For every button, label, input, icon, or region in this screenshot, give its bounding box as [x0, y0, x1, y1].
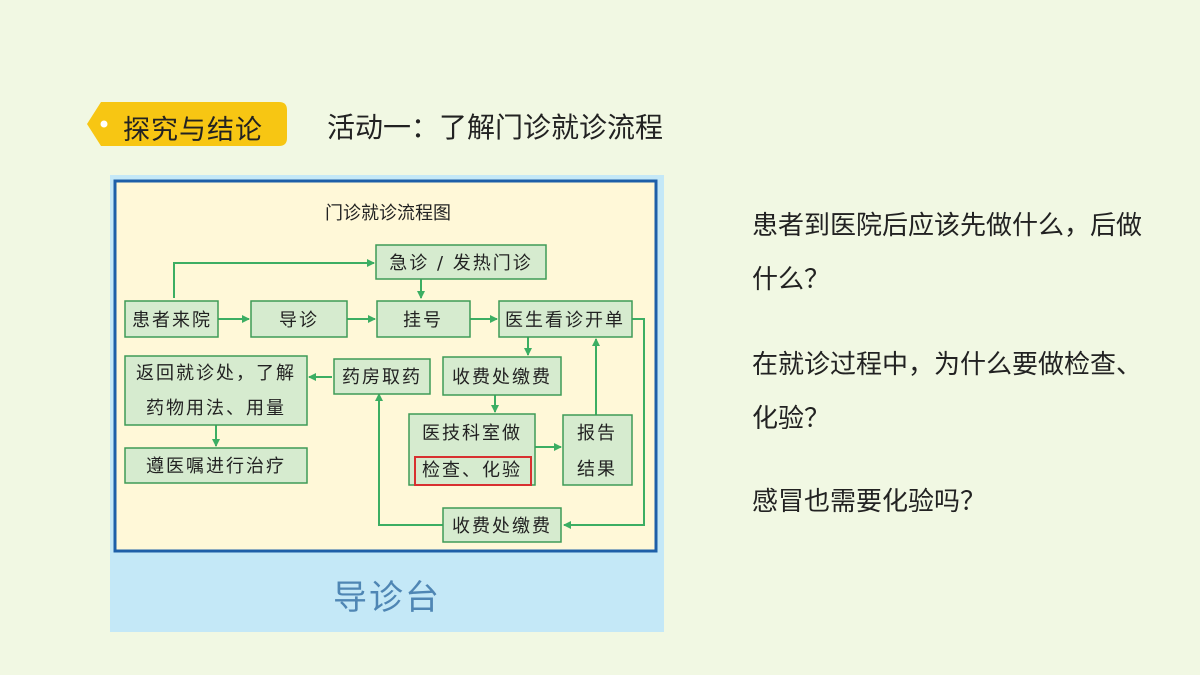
- label-register: 挂号: [403, 310, 443, 331]
- box-pay-bottom: [442, 507, 562, 543]
- label-pay-bottom: 收费处缴费: [452, 516, 552, 537]
- question-2: 在就诊过程中，为什么要做检查、化验？: [752, 350, 1143, 434]
- figure-caption: 导诊台: [333, 578, 441, 618]
- question-3: 感冒也需要化验吗？: [752, 487, 987, 517]
- label-guide: 导诊: [279, 310, 319, 331]
- box-lab: [408, 413, 536, 486]
- flow-arrows: [173, 259, 645, 529]
- section-tag: 探究与结论: [87, 102, 287, 146]
- label-doctor: 医生看诊开单: [505, 310, 625, 331]
- box-follow: [124, 447, 308, 484]
- box-arrival: [124, 300, 219, 338]
- label-pay-top: 收费处缴费: [452, 367, 552, 388]
- label-report-line2: 结果: [577, 459, 617, 480]
- label-pharmacy: 药房取药: [342, 367, 422, 388]
- label-arrival: 患者来院: [132, 310, 212, 331]
- label-lab-line1: 医技科室做: [422, 423, 522, 444]
- tag-shape: [87, 102, 287, 146]
- flowchart-figure: 门诊就诊流程图: [110, 175, 664, 632]
- activity-heading: 活动一：了解门诊就诊流程: [327, 111, 664, 144]
- arrow-arrival-to-emergency: [173, 259, 375, 298]
- box-report: [562, 414, 633, 486]
- label-follow: 遵医嘱进行治疗: [146, 456, 286, 477]
- label-return-line2: 药物用法、用量: [146, 398, 286, 419]
- tag-dot-icon: [100, 120, 108, 128]
- question-1: 患者到医院后应该先做什么，后做什么？: [752, 211, 1143, 295]
- arrow-pay-bottom-to-pharmacy: [375, 393, 443, 526]
- arrow-doctor-to-pay-bottom: [563, 318, 645, 529]
- flowchart: 门诊就诊流程图: [113, 179, 658, 553]
- section-tag-label: 探究与结论: [123, 115, 263, 146]
- flow-labels: 急诊 / 发热门诊 患者来院 导诊 挂号 医生看诊开单 返回就诊处，了解 药物用…: [132, 253, 625, 537]
- box-guide: [250, 300, 348, 338]
- highlight-check-box: [414, 456, 532, 486]
- flow-boxes: [124, 244, 633, 543]
- label-emergency: 急诊 / 发热门诊: [389, 253, 533, 274]
- flowchart-title: 门诊就诊流程图: [325, 203, 451, 224]
- label-return-line1: 返回就诊处，了解: [136, 363, 296, 384]
- box-doctor: [498, 300, 633, 338]
- box-pay-top: [442, 356, 562, 396]
- label-report-line1: 报告: [577, 423, 617, 444]
- label-lab-line2: 检查、化验: [422, 460, 522, 481]
- box-register: [376, 300, 471, 338]
- box-return: [124, 355, 308, 426]
- box-emergency: [375, 244, 547, 280]
- box-pharmacy: [333, 358, 431, 395]
